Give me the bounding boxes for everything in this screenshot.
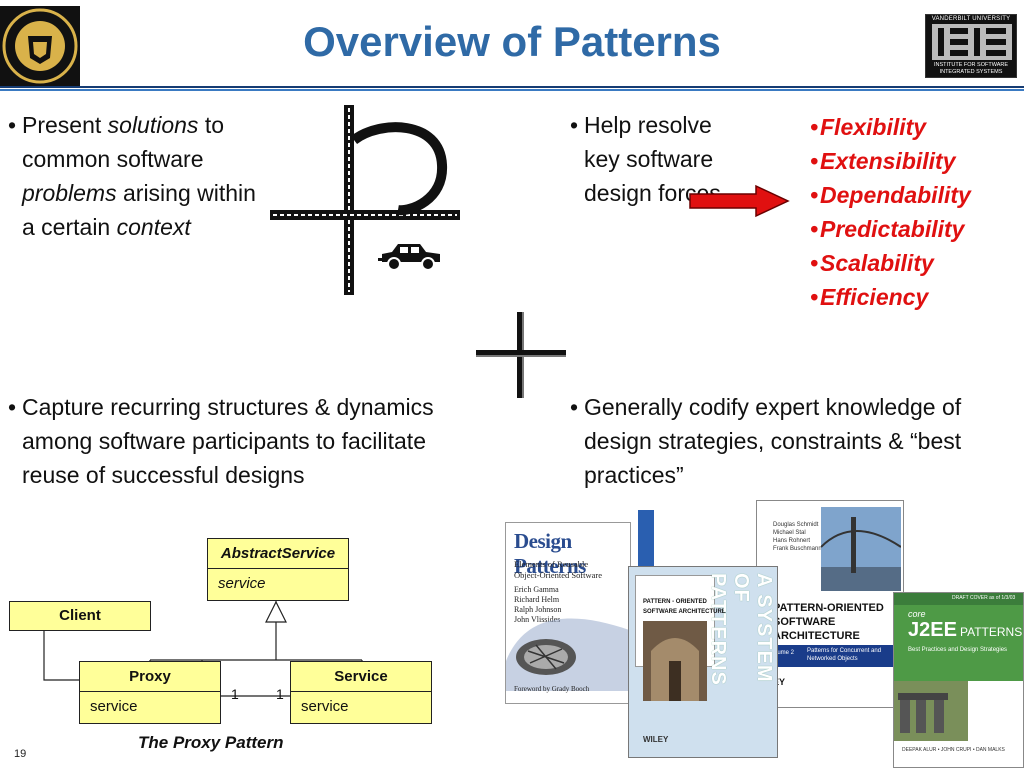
uml-class-abstractservice: AbstractService service (207, 538, 349, 601)
isis-logo: VANDERBILT UNIVERSITY INSTITUTE FOR SOFT… (925, 14, 1017, 78)
bullet-codify-knowledge: • Generally codify expert knowledge of d… (570, 390, 1010, 492)
forces-list: •Flexibility •Extensibility •Dependabili… (810, 110, 1020, 314)
uml-class-name: AbstractService (208, 539, 348, 569)
book-posa1-cover: PATTERN - ORIENTED SOFTWARE ARCHITECTURE… (628, 566, 778, 758)
uml-class-client: Client (9, 601, 151, 631)
book-cover-photo (643, 621, 707, 701)
multiplicity-left: 1 (231, 686, 239, 702)
bullet-text: Capture recurring structures & dynamics … (22, 394, 434, 488)
vanderbilt-seal-logo (0, 6, 80, 86)
bullet-capture-structures: • Capture recurring structures & dynamic… (8, 390, 448, 492)
uml-class-name: Service (291, 662, 431, 692)
bullet-present-solutions: • Present solutions to common software p… (8, 108, 268, 244)
intersection-illustration (270, 100, 470, 300)
multiplicity-right: 1 (276, 686, 284, 702)
uml-class-service: Service service (290, 661, 432, 724)
uml-class-proxy: Proxy service (79, 661, 221, 724)
page-number: 19 (14, 748, 27, 760)
isis-logo-top-text: VANDERBILT UNIVERSITY (931, 16, 1011, 22)
bullet-text: Generally codify expert knowledge of des… (584, 394, 962, 488)
book-cover-photo (894, 681, 968, 741)
uml-class-name: Proxy (80, 662, 220, 692)
bullet-dot: • (8, 112, 17, 138)
bullet-dot: • (570, 394, 579, 420)
diagram-caption: The Proxy Pattern (138, 733, 284, 752)
book-design-patterns-cover: Design Patterns Elements of Reusable Obj… (505, 522, 631, 704)
force-item: •Scalability (810, 250, 934, 276)
book-title: J2EE (908, 619, 957, 641)
proxy-diagram-connectors (43, 592, 363, 697)
force-item: •Efficiency (810, 284, 929, 310)
slide-title: Overview of Patterns (303, 18, 721, 65)
bullet-dot: • (8, 394, 17, 420)
bullet-text: Help resolve key software design forces (584, 112, 721, 206)
car-icon (378, 244, 440, 271)
force-item: •Flexibility (810, 114, 927, 140)
isis-logo-bottom-text: INSTITUTE FOR SOFTWARE INTEGRATED SYSTEM… (933, 62, 1009, 75)
book-cover-photo (821, 507, 901, 591)
bullet-dot: • (570, 112, 579, 138)
book-spine-title: A SYSTEM OF PATTERNS (707, 573, 775, 686)
uml-class-operation: service (301, 698, 349, 715)
uml-class-operation: service (90, 698, 138, 715)
book-cover-art (506, 618, 630, 691)
book-j2ee-cover: DRAFT COVER as of 1/3/03 core J2EE PATTE… (893, 592, 1024, 768)
plus-icon (474, 310, 570, 402)
book-posa2-cover: Douglas Schmidt Michael Stal Hans Rohner… (756, 500, 904, 708)
title-divider (0, 86, 1024, 92)
uml-class-operation: service (218, 575, 266, 592)
book-title: Design Patterns (514, 529, 586, 578)
force-item: •Predictability (810, 216, 965, 242)
force-item: •Dependability (810, 182, 971, 208)
force-item: •Extensibility (810, 148, 956, 174)
red-arrow-icon (688, 184, 792, 218)
bullet-text: Present solutions to common software pro… (22, 112, 256, 240)
bullet-help-resolve: • Help resolve key software design force… (570, 108, 750, 210)
